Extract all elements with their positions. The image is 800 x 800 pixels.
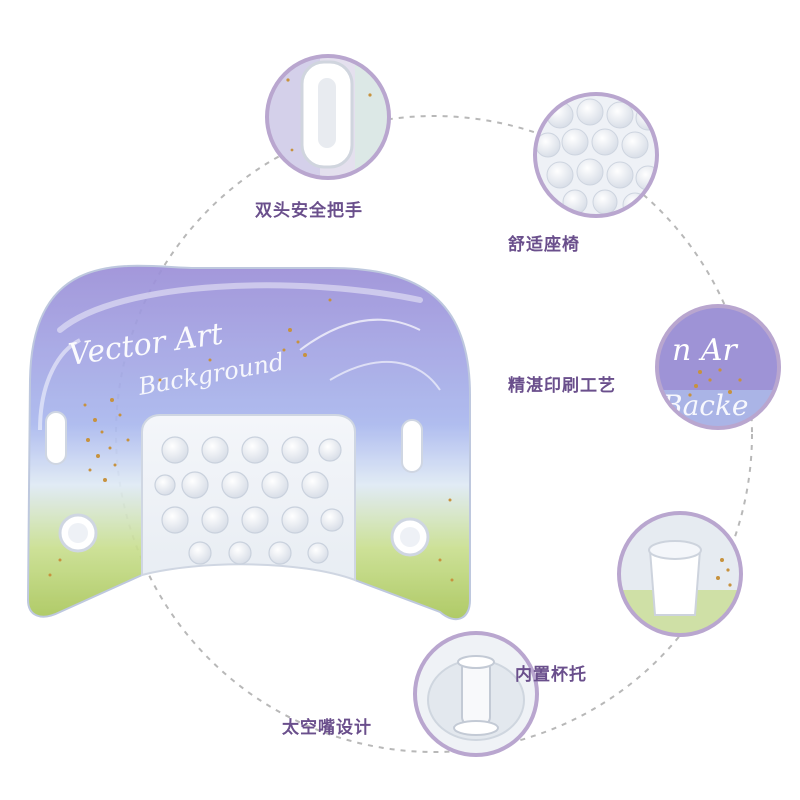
feature-label-print: 精湛印刷工艺 xyxy=(508,376,616,396)
detail-circle-handle xyxy=(265,54,391,180)
svg-text:n Ar: n Ar xyxy=(672,333,739,368)
feature-label-cup-holder: 内置杯托 xyxy=(515,665,587,685)
glitter xyxy=(48,298,454,582)
detail-circle-print: n Ar Backe xyxy=(655,304,781,430)
detail-circle-valve-border xyxy=(413,631,539,757)
detail-circle-handle-border xyxy=(265,54,391,180)
feature-label-valve: 太空嘴设计 xyxy=(282,718,372,738)
dashed-ring xyxy=(115,115,753,753)
seat-bubbles xyxy=(154,436,344,565)
detail-circle-valve xyxy=(413,631,539,757)
detail-circle-print-border xyxy=(655,304,781,430)
detail-circle-seat-border xyxy=(533,92,659,218)
detail-circle-cup xyxy=(617,511,743,637)
float-sheen xyxy=(57,282,423,333)
svg-text:Backe: Backe xyxy=(661,389,749,422)
float-handle-left xyxy=(45,411,67,465)
detail-circle-seat xyxy=(533,92,659,218)
detail-circle-cup-border xyxy=(617,511,743,637)
float-handle-right xyxy=(401,419,423,473)
pool-float: Vector Art Background xyxy=(26,264,471,621)
feature-label-handle: 双头安全把手 xyxy=(255,201,363,221)
feature-label-seat: 舒适座椅 xyxy=(508,235,580,255)
